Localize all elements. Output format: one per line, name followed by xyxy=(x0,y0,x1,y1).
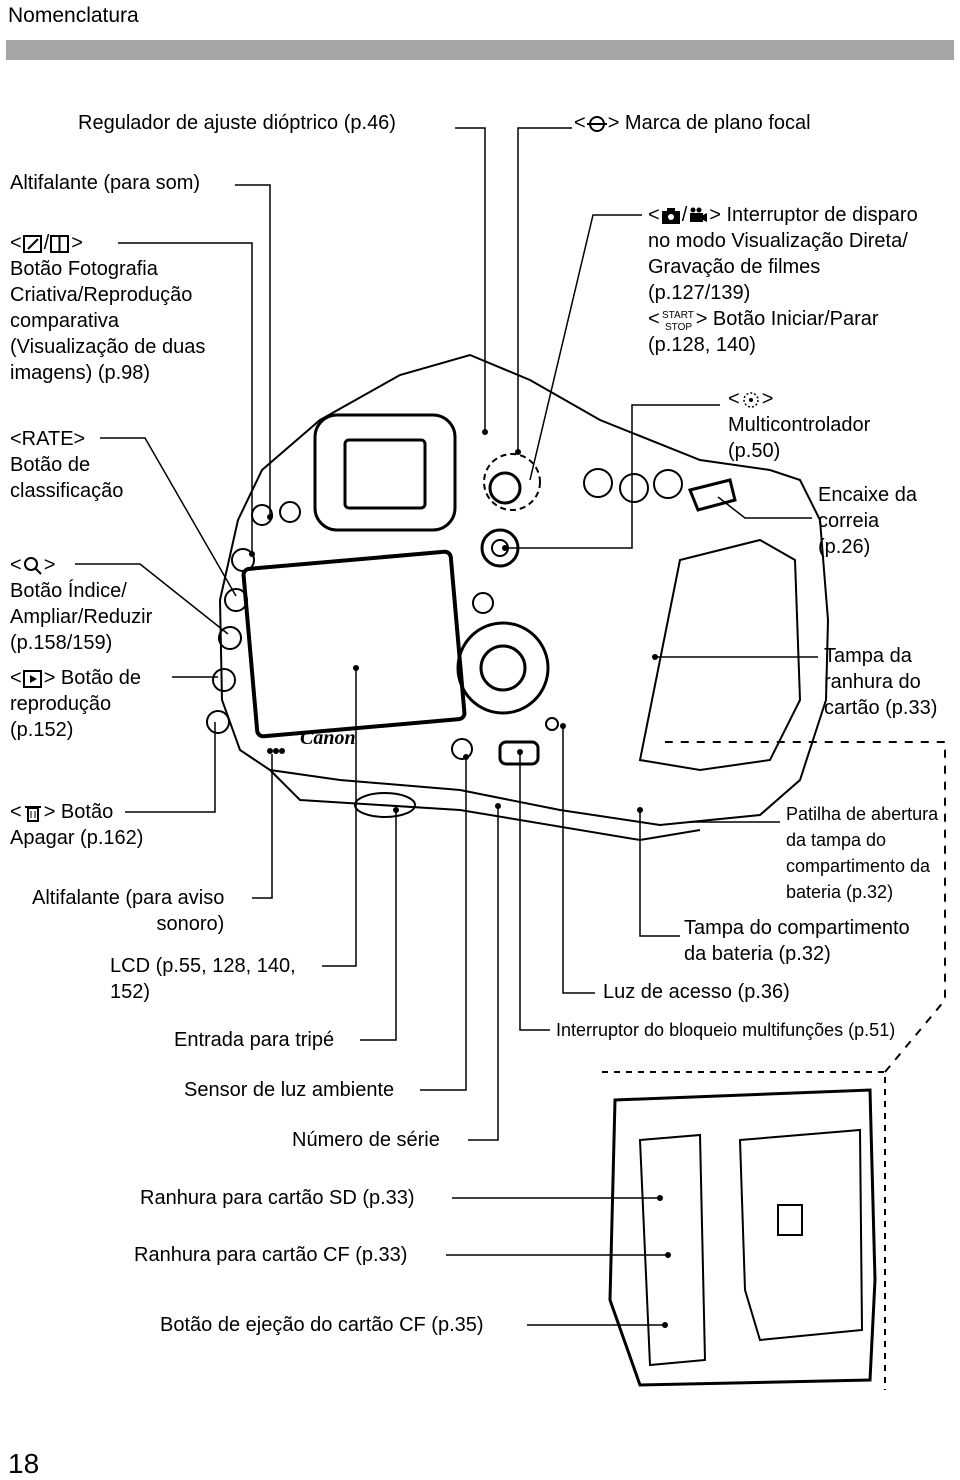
playback-icon xyxy=(22,669,42,688)
label-access-lamp: Luz de acesso (p.36) xyxy=(603,981,790,1003)
focal-plane-icon xyxy=(586,115,607,132)
label-card-cover: Tampa da ranhura do cartão (p.33) xyxy=(824,645,938,719)
label-index: <> Botão Índice/ Ampliar/Reduzir (p.158/… xyxy=(10,554,153,654)
label-diopter: Regulador de ajuste dióptrico (p.46) xyxy=(78,112,396,134)
label-ambient: Sensor de luz ambiente xyxy=(184,1079,395,1101)
svg-text:STOP: STOP xyxy=(665,322,692,332)
label-strap: Encaixe da correia (p.26) xyxy=(818,484,917,558)
label-sd-slot: Ranhura para cartão SD (p.33) xyxy=(140,1187,415,1209)
quick-control-dial xyxy=(456,621,550,715)
card-slot-cover xyxy=(638,538,802,772)
movie-icon xyxy=(690,207,708,222)
camera-icon xyxy=(661,207,680,224)
magnify-icon xyxy=(23,556,42,575)
brand-logo: Canon xyxy=(300,727,356,749)
label-battery-release: Patilha de abertura da tampa do comparti… xyxy=(786,804,939,902)
eyecup xyxy=(313,413,457,532)
label-serial: Número de série xyxy=(292,1129,440,1151)
label-speaker-sound: Altifalante (para som) xyxy=(10,172,201,194)
svg-text:START: START xyxy=(662,310,694,321)
label-liveview: </> Interruptor de disparo no modo Visua… xyxy=(648,204,918,356)
label-rate: <RATE> Botão de classificação xyxy=(10,428,124,502)
inset-frame xyxy=(602,1071,886,1390)
label-speaker-beep: Altifalante (para aviso sonoro) xyxy=(32,887,225,935)
label-cf-slot: Ranhura para cartão CF (p.33) xyxy=(134,1244,408,1266)
lcd-screen xyxy=(241,549,467,739)
creative-photo-icon xyxy=(22,234,42,253)
compare-icon xyxy=(50,234,70,253)
label-multi-lock: Interruptor do bloqueio multifunções (p.… xyxy=(556,1020,896,1040)
trash-icon xyxy=(24,805,41,822)
compartment-body xyxy=(608,1088,877,1387)
label-creative-photo: </> Botão Fotografia Criativa/Reprodução… xyxy=(10,232,206,384)
header-bar xyxy=(6,40,954,60)
label-erase: <> Botão Apagar (p.162) xyxy=(10,801,144,849)
page-number: 18 xyxy=(8,1448,40,1479)
label-multi: <> Multicontrolador (p.50) xyxy=(728,388,871,462)
section-title: Nomenclatura xyxy=(8,4,139,27)
label-lcd: LCD (p.55, 128, 140, 152) xyxy=(110,955,296,1003)
label-playback: <> Botão de reprodução (p.152) xyxy=(10,667,141,741)
label-tripod: Entrada para tripé xyxy=(174,1029,335,1051)
camera-body-outline xyxy=(218,353,830,827)
label-focal-plane: <> Marca de plano focal xyxy=(574,112,811,134)
label-battery-cover: Tampa do compartimento da bateria (p.32) xyxy=(684,917,910,965)
multi-controller-icon xyxy=(742,391,759,408)
label-cf-eject: Botão de ejeção do cartão CF (p.35) xyxy=(160,1314,484,1336)
